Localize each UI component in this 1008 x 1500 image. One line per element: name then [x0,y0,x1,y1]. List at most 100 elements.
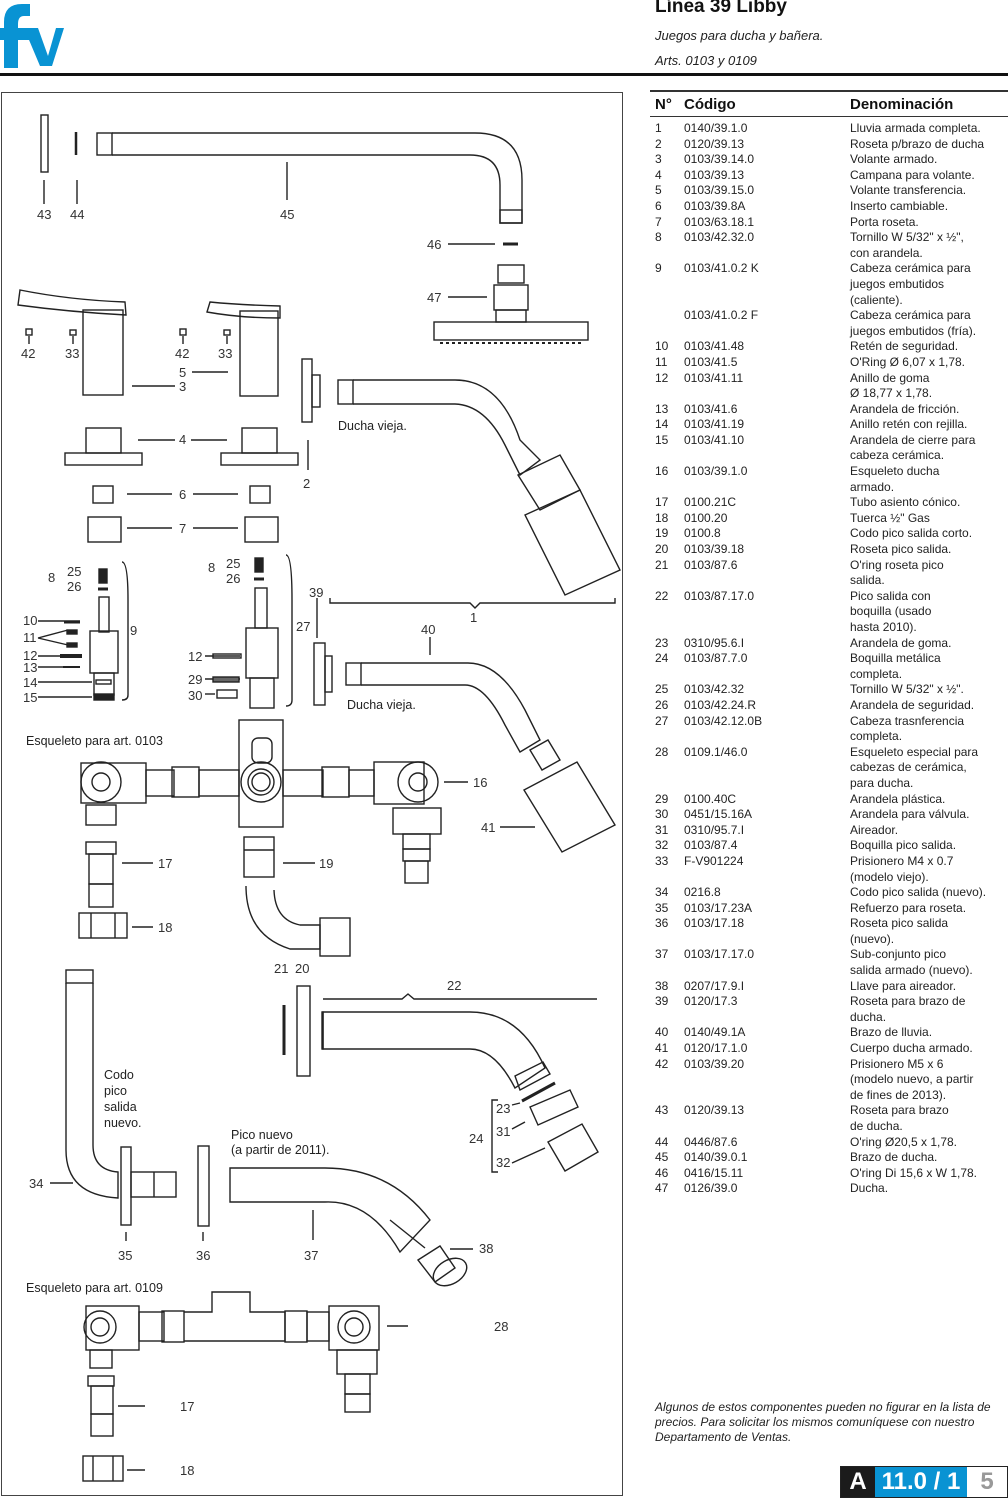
row-code: 0103/42.24.R [684,697,757,712]
part-32 [547,1123,599,1172]
row-name: Arandela plástica. [850,791,946,806]
row-number: 9 [655,261,662,276]
callout-17b: 17 [180,1399,195,1414]
row-name: Ducha. [850,1181,889,1196]
row-number: 24 [655,651,669,666]
row-number: 32 [655,838,669,853]
callout-7: 7 [179,521,187,536]
row-number: 16 [655,464,669,479]
row-number: 42 [655,1056,669,1071]
callout-33a: 33 [65,346,80,361]
callout-36: 36 [196,1248,211,1263]
row-name: Cabeza cerámica para juegos embutidos (c… [850,261,971,307]
callout-11: 11 [23,630,37,645]
row-number: 34 [655,885,669,900]
row-code: 0100.20 [684,510,728,525]
row-number: 37 [655,947,669,962]
callout-25a: 25 [67,564,82,579]
row-code: 0103/41.19 [684,417,745,432]
page-title: Línea 39 Libby [655,0,787,17]
page-number: 5 [967,1467,1007,1497]
callout-8a: 8 [48,570,56,585]
row-code: 0126/39.0 [684,1181,738,1196]
callout-39: 39 [309,585,324,600]
callout-47: 47 [427,290,442,305]
header-divider [0,73,1008,76]
row-number: 13 [655,401,669,416]
callout-31: 31 [496,1124,511,1139]
part-38 [416,1245,456,1283]
row-number: 20 [655,542,669,557]
column-header-code: Código [684,96,736,113]
callout-14: 14 [23,675,38,690]
row-code: 0451/15.16A [684,807,753,822]
part-39 [313,642,326,706]
row-code: 0103/39.13 [684,167,745,182]
row-name: Codo pico salida (nuevo). [850,885,987,900]
part-36 [197,1145,210,1227]
row-number: 2 [655,136,662,151]
row-name: Cabeza cerámica para juegos embutidos (f… [850,308,977,338]
callout-42b: 42 [175,346,190,361]
callout-35: 35 [118,1248,133,1263]
row-name: Arandela para válvula. [850,807,970,822]
row-code: 0103/63.18.1 [684,214,755,229]
row-code: 0103/41.5 [684,354,738,369]
row-name: Roseta p/brazo de ducha [850,136,985,151]
row-number: 27 [655,713,669,728]
part-42a [25,328,33,336]
callout-12a: 12 [23,648,38,663]
callout-19: 19 [319,856,334,871]
row-name: Arandela de seguridad. [850,697,975,712]
part-7a [87,516,122,543]
row-code: 0103/41.48 [684,339,745,354]
row-code: 0100.40C [684,791,737,806]
caption-pico-nuevo: Pico nuevo (a partir de 2011). [231,1128,330,1157]
callout-1: 1 [470,610,478,625]
callout-24: 24 [469,1131,484,1146]
row-number: 26 [655,697,669,712]
callout-21: 21 [274,961,289,976]
row-number: 4 [655,167,662,182]
caption-ducha-vieja-2: Ducha vieja. [347,698,416,712]
callout-20: 20 [295,961,310,976]
callout-34: 34 [29,1176,44,1191]
column-header-no: N° [655,96,672,113]
part-6b [249,485,271,504]
row-code: 0120/17.3 [684,994,738,1009]
row-name: O'ring Ø20,5 x 1,78. [850,1134,958,1149]
part-45 [112,132,523,224]
row-name: Tornillo W 5/32" x ½", con arandela. [850,230,964,260]
row-number: 23 [655,635,669,650]
column-header-name: Denominación [850,96,954,113]
row-number: 22 [655,588,669,603]
part-47-body [493,284,529,311]
callout-2: 2 [303,476,311,491]
row-number: 7 [655,214,662,229]
row-number: 3 [655,152,662,167]
row-code: 0100.8 [684,526,721,541]
row-code: 0103/41.0.2 K [684,261,759,276]
part-33a [69,329,77,336]
caption-esqueleto-0109: Esqueleto para art. 0109 [26,1281,163,1295]
callout-43: 43 [37,207,52,222]
callout-32: 32 [496,1155,511,1170]
row-number: 8 [655,230,662,245]
part-5-lever [206,301,281,319]
row-number: 25 [655,682,669,697]
row-code: 0103/41.11 [684,370,744,385]
part-45-end [96,132,113,156]
